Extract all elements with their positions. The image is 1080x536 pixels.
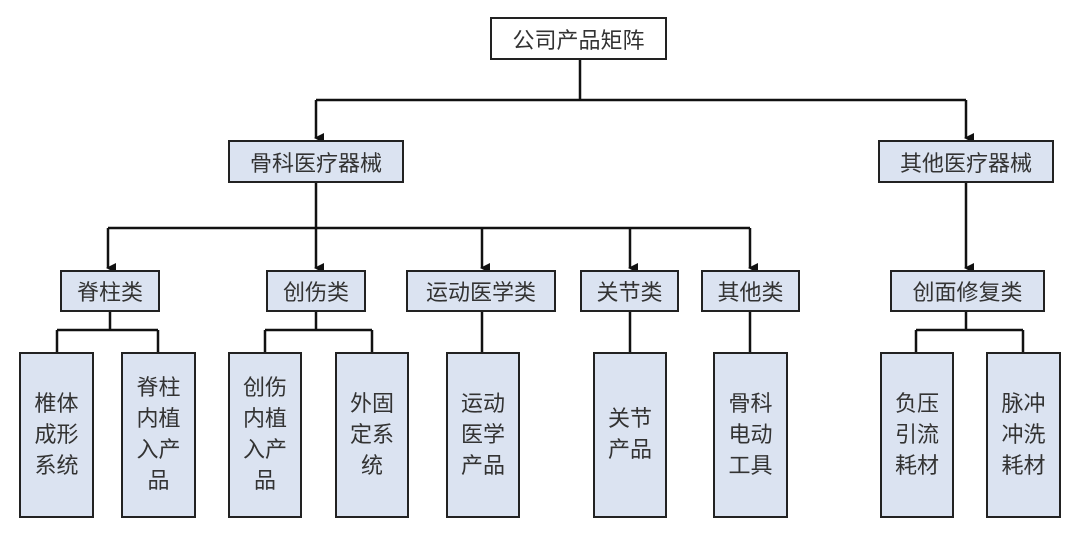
group-trauma: 创伤类: [266, 270, 366, 312]
product-node: 关节产品: [593, 352, 667, 518]
product-node: 外固定系统: [335, 352, 409, 518]
group-wound-repair: 创面修复类: [890, 270, 1045, 312]
group-spine: 脊柱类: [60, 270, 160, 312]
node-label: 创面修复类: [912, 281, 1023, 306]
node-label: 骨科医疗器械: [249, 151, 382, 177]
product-node: 椎体成形系统: [19, 352, 94, 518]
node-label: 公司产品矩阵: [512, 28, 645, 54]
group-joint: 关节类: [580, 270, 679, 312]
node-label: 创伤类: [282, 281, 349, 306]
product-node: 脉冲冲洗耗材: [986, 352, 1061, 518]
node-label: 关节类: [596, 281, 663, 306]
category-orthopedic: 骨科医疗器械: [228, 140, 404, 183]
node-label: 脉冲冲洗耗材: [1001, 391, 1046, 479]
node-label: 负压引流耗材: [894, 391, 939, 479]
node-label: 椎体成形系统: [34, 391, 79, 479]
node-label: 脊柱类: [76, 281, 143, 306]
node-label: 运动医学产品: [460, 391, 505, 479]
root-node: 公司产品矩阵: [490, 17, 667, 60]
node-label: 脊柱内植入产品: [136, 376, 181, 494]
node-label: 运动医学类: [425, 281, 536, 306]
node-label: 创伤内植入产品: [242, 376, 287, 494]
group-sports-medicine: 运动医学类: [406, 270, 556, 312]
product-node: 脊柱内植入产品: [121, 352, 196, 518]
node-label: 关节产品: [607, 407, 652, 463]
group-other: 其他类: [701, 270, 800, 312]
product-node: 创伤内植入产品: [228, 352, 302, 518]
node-label: 其他医疗器械: [899, 151, 1032, 177]
category-other-devices: 其他医疗器械: [878, 140, 1054, 183]
product-node: 负压引流耗材: [880, 352, 954, 518]
node-label: 骨科电动工具: [728, 391, 773, 479]
node-label: 其他类: [717, 281, 784, 306]
node-label: 外固定系统: [349, 391, 394, 479]
product-node: 骨科电动工具: [713, 352, 788, 518]
product-node: 运动医学产品: [446, 352, 520, 518]
